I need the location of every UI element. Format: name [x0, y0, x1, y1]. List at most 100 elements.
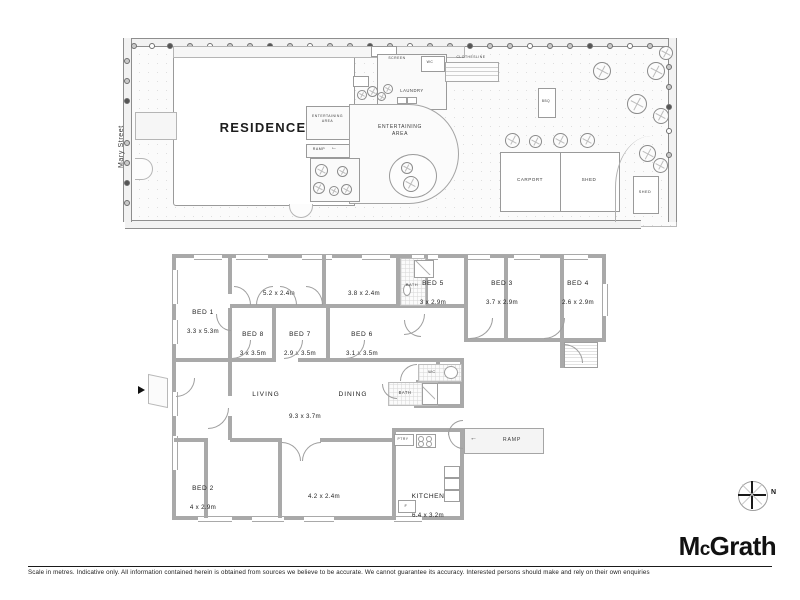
interior-wall — [416, 380, 464, 384]
fence-marker — [131, 43, 137, 49]
exterior-wall-north — [490, 254, 514, 258]
tree-icon — [329, 186, 339, 196]
site-ramp-label: RAMP — [312, 147, 326, 151]
exterior-wall-north — [332, 254, 362, 258]
exterior-wall-south — [422, 516, 464, 520]
fence-marker — [507, 43, 513, 49]
fence-marker — [547, 43, 553, 49]
laundry-tub — [397, 97, 407, 104]
tree-icon — [647, 62, 665, 80]
tree-icon — [403, 176, 419, 192]
ramp-direction-arrow: ← — [331, 145, 337, 151]
garden-path — [615, 136, 675, 222]
window — [602, 284, 608, 316]
fridge-label: F — [404, 503, 408, 508]
tree-icon — [505, 133, 520, 148]
fence-marker — [627, 43, 633, 49]
bbq-label: BBQ — [541, 99, 551, 103]
window — [236, 254, 268, 260]
interior-wall — [396, 304, 468, 308]
window — [172, 436, 178, 470]
exterior-wall-west — [172, 254, 176, 270]
ramp — [464, 428, 544, 454]
interior-wall — [460, 362, 464, 406]
exterior-wall-west — [172, 470, 176, 520]
entertaining-small-label: ENTERTAINING AREA — [312, 114, 343, 123]
exterior-wall-west — [172, 344, 176, 370]
window — [172, 320, 178, 344]
carport — [500, 152, 562, 212]
footer-divider — [28, 566, 772, 567]
room-label-upper-right: 3.8 x 2.4m — [348, 289, 380, 297]
fence-marker — [607, 43, 613, 49]
tree-icon — [367, 86, 378, 97]
clothesline-label: CLOTHESLINE — [456, 55, 486, 59]
exterior-wall-north — [588, 254, 606, 258]
interior-wall — [392, 428, 396, 520]
bath-lower-label: BATH — [398, 390, 412, 395]
room-label-lower-mid: 4.2 x 2.4m — [308, 492, 340, 500]
room-label-kitchen: KITCHEN 6.4 x 3.2m — [411, 492, 445, 519]
street-label: Mary Street — [118, 125, 125, 168]
interior-wall — [228, 416, 232, 440]
exterior-wall-west — [172, 370, 176, 392]
tree-icon — [659, 46, 673, 60]
exterior-wall-south — [284, 516, 304, 520]
exterior-wall-west — [172, 416, 176, 436]
interior-wall — [174, 438, 206, 442]
entry-arrow-icon[interactable] — [138, 386, 145, 394]
brand-prefix: M — [678, 531, 701, 561]
window — [562, 254, 588, 260]
fence-marker — [666, 84, 672, 90]
tree-icon — [553, 133, 568, 148]
boundary-west — [123, 38, 132, 222]
bath-upper-label: BATH — [405, 282, 419, 287]
interior-wall — [204, 438, 208, 518]
door-swing — [448, 420, 463, 435]
fence-marker — [124, 58, 130, 64]
tree-icon — [580, 133, 595, 148]
interior-wall — [228, 254, 232, 294]
floor-plan: BED 1 3.3 x 5.3m 5.2 x 2.4m 3.8 x 2.4m B… — [138, 252, 630, 530]
ramp-label: RAMP — [502, 437, 522, 443]
exterior-wall-east — [460, 428, 464, 520]
tree-icon — [529, 135, 542, 148]
interior-wall — [504, 254, 508, 342]
exterior-wall-south — [232, 516, 252, 520]
interior-wall — [464, 338, 606, 342]
interior-wall — [424, 254, 428, 306]
wc-label: WC — [428, 369, 436, 374]
window — [362, 254, 390, 260]
tree-icon — [653, 108, 669, 124]
interior-wall — [322, 254, 326, 306]
fence-marker — [666, 128, 672, 134]
interior-wall — [396, 254, 400, 308]
washer — [407, 97, 417, 104]
exterior-wall-north — [268, 254, 302, 258]
brand-logo: McGrath — [678, 531, 777, 562]
tree-icon — [593, 62, 611, 80]
burner-icon — [426, 441, 432, 447]
fence-marker — [149, 43, 155, 49]
window — [198, 516, 232, 522]
tree-icon — [337, 166, 348, 177]
interior-wall — [278, 438, 282, 518]
room-label-living: LIVING — [252, 391, 280, 398]
interior-wall — [326, 304, 330, 362]
fence-marker — [527, 43, 533, 49]
room-label-bed-2: BED 2 4 x 2.9m — [189, 484, 217, 511]
interior-wall — [392, 428, 464, 432]
compass-ring — [738, 481, 768, 511]
burner-icon — [418, 441, 424, 447]
pantry-label: PTRY — [397, 437, 409, 441]
wc-block — [421, 56, 445, 72]
fence-marker — [467, 43, 473, 49]
window — [302, 254, 332, 260]
fence-marker — [124, 78, 130, 84]
exterior-wall-north — [540, 254, 562, 258]
tree-icon — [313, 182, 325, 194]
fence-marker — [666, 64, 672, 70]
tree-icon — [383, 84, 393, 94]
side-window — [353, 76, 369, 87]
